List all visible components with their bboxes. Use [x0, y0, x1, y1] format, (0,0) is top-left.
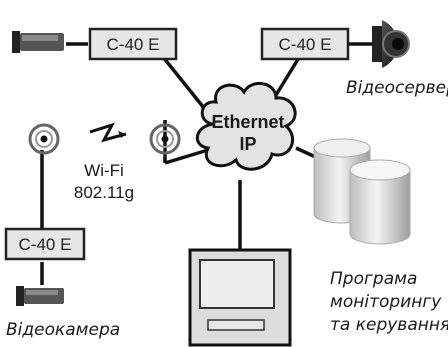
video-server-caption: Відеосервер — [346, 78, 448, 98]
encoder-top-left: C-40 E — [88, 27, 178, 61]
encoder-left-label: C-40 E — [19, 235, 72, 254]
encoder-top-right-label: C-40 E — [279, 35, 332, 54]
program-caption-line3: та керування — [330, 315, 448, 335]
wireless-link-icon — [89, 122, 127, 143]
wifi-label-line1: Wi-Fi — [84, 161, 124, 180]
network-label-line1: Ethernet — [211, 112, 284, 132]
wifi-label-line2: 802.11g — [74, 183, 134, 202]
network-label-line2: IP — [239, 134, 256, 154]
dome-camera-icon — [372, 20, 410, 68]
wifi-antenna-right — [149, 123, 181, 155]
encoder-top-right: C-40 E — [260, 27, 350, 61]
encoder-top-left-label: C-40 E — [107, 35, 160, 54]
program-caption-line1: Програма — [330, 269, 417, 289]
encoder-left: C-40 E — [4, 227, 86, 261]
database-cylinder-icon — [313, 138, 411, 245]
link-antenna-cloud — [164, 148, 209, 165]
wifi-antenna-left — [28, 123, 60, 155]
monitor-icon — [188, 248, 292, 347]
cloud-icon — [196, 82, 297, 171]
video-camera-icon — [16, 286, 64, 306]
video-camera-caption: Відеокамера — [6, 320, 120, 340]
video-camera-icon — [12, 31, 64, 53]
program-caption-line2: моніторингу — [330, 292, 442, 312]
